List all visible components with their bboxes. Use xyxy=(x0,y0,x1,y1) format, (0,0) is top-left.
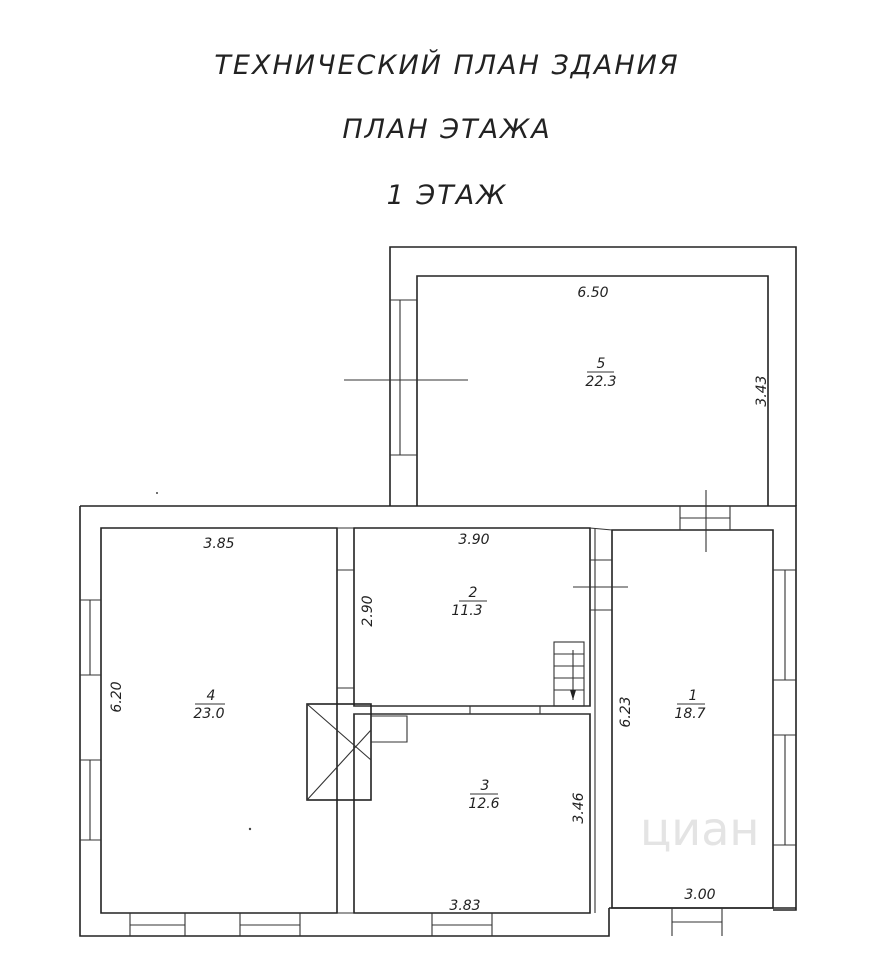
plan-title: ТЕХНИЧЕСКИЙ ПЛАН ЗДАНИЯ xyxy=(214,50,680,81)
room-area: 22.3 xyxy=(585,374,616,390)
floor-label: 1 ЭТАЖ xyxy=(386,180,508,211)
room-area: 18.7 xyxy=(674,706,705,722)
stairs xyxy=(553,641,585,707)
dim-room4-width: 3.85 xyxy=(203,536,234,552)
dim-room5-depth: 3.43 xyxy=(754,375,770,406)
dim-room1-width: 3.00 xyxy=(684,887,715,903)
dim-room2-width: 3.90 xyxy=(458,532,489,548)
dim-room2-depth: 2.90 xyxy=(360,595,376,626)
dim-room3-width: 3.83 xyxy=(449,898,480,914)
watermark-text: циан xyxy=(640,802,759,856)
door-marks xyxy=(337,379,707,715)
room-labels: 5 22.3 2 11.3 4 23.0 3 12.6 1 18.7 xyxy=(193,356,705,812)
room-5-walls xyxy=(389,246,797,506)
plan-subtitle: ПЛАН ЭТАЖА xyxy=(342,114,552,145)
dim-room1-depth: 6.23 xyxy=(618,696,634,727)
stove xyxy=(306,703,408,801)
room-number: 5 xyxy=(597,356,606,372)
room-area: 12.6 xyxy=(468,796,499,812)
dim-room5-width: 6.50 xyxy=(577,285,608,301)
room-number: 4 xyxy=(207,688,216,704)
room-number: 2 xyxy=(469,585,478,601)
windows xyxy=(80,506,796,936)
speck xyxy=(248,827,252,831)
dimension-labels: 6.50 3.43 3.85 6.20 3.90 2.90 3.46 3.83 … xyxy=(109,285,770,914)
room-number: 3 xyxy=(481,778,490,794)
dim-room3-depth: 3.46 xyxy=(571,792,587,823)
room-area: 23.0 xyxy=(193,706,224,722)
dim-room4-depth: 6.20 xyxy=(109,681,125,712)
room-number: 1 xyxy=(689,688,698,704)
main-building-walls xyxy=(79,505,797,937)
speck xyxy=(156,492,158,494)
room-area: 11.3 xyxy=(451,603,482,619)
